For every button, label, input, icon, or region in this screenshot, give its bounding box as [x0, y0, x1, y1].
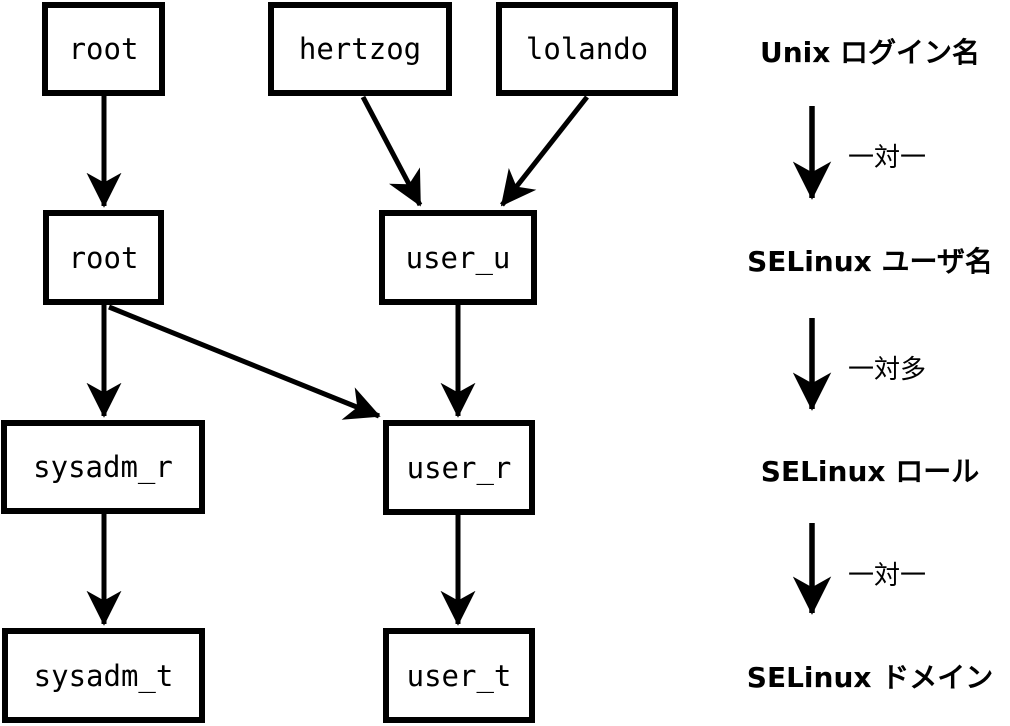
node-domain-sysadm-t: sysadm_t [2, 628, 205, 723]
node-role-sysadm-r-label: sysadm_r [33, 450, 173, 484]
node-selinux-user-u: user_u [379, 210, 537, 305]
node-unix-root: root [42, 2, 165, 96]
node-role-sysadm-r: sysadm_r [1, 420, 205, 514]
legend-title-selinux-domain: SELinux ドメイン [746, 661, 994, 694]
node-selinux-root-label: root [68, 240, 139, 275]
node-selinux-root: root [43, 210, 164, 305]
legend-relation-one-to-one-2: 一対一 [848, 561, 927, 591]
node-unix-hertzog: hertzog [268, 2, 452, 96]
legend-relation-one-to-one-1: 一対一 [848, 143, 927, 173]
edge-group [86, 95, 589, 626]
node-role-user-r: user_r [383, 420, 535, 515]
node-unix-lolando-label: lolando [525, 32, 649, 66]
node-unix-root-label: root [68, 32, 139, 66]
node-unix-hertzog-label: hertzog [298, 32, 422, 66]
edge-selinux-root-to-user-r-arrow [108, 304, 381, 420]
legend-relation-one-to-many: 一対多 [848, 355, 927, 385]
edge-lolando-to-user-u-arrow [500, 95, 589, 207]
legend-title-selinux-user-name: SELinux ユーザ名 [747, 245, 993, 278]
node-domain-user-t-label: user_t [406, 658, 512, 693]
legend-title-unix-login-name: Unix ログイン名 [759, 36, 981, 69]
node-domain-user-t: user_t [383, 628, 535, 723]
node-selinux-user-u-label: user_u [405, 240, 511, 275]
node-role-user-r-label: user_r [406, 450, 512, 485]
node-domain-sysadm-t-label: sysadm_t [33, 658, 174, 693]
edge-hertzog-to-user-u-arrow [360, 95, 423, 207]
legend-title-selinux-role: SELinux ロール [760, 455, 980, 488]
node-unix-lolando: lolando [496, 2, 678, 96]
